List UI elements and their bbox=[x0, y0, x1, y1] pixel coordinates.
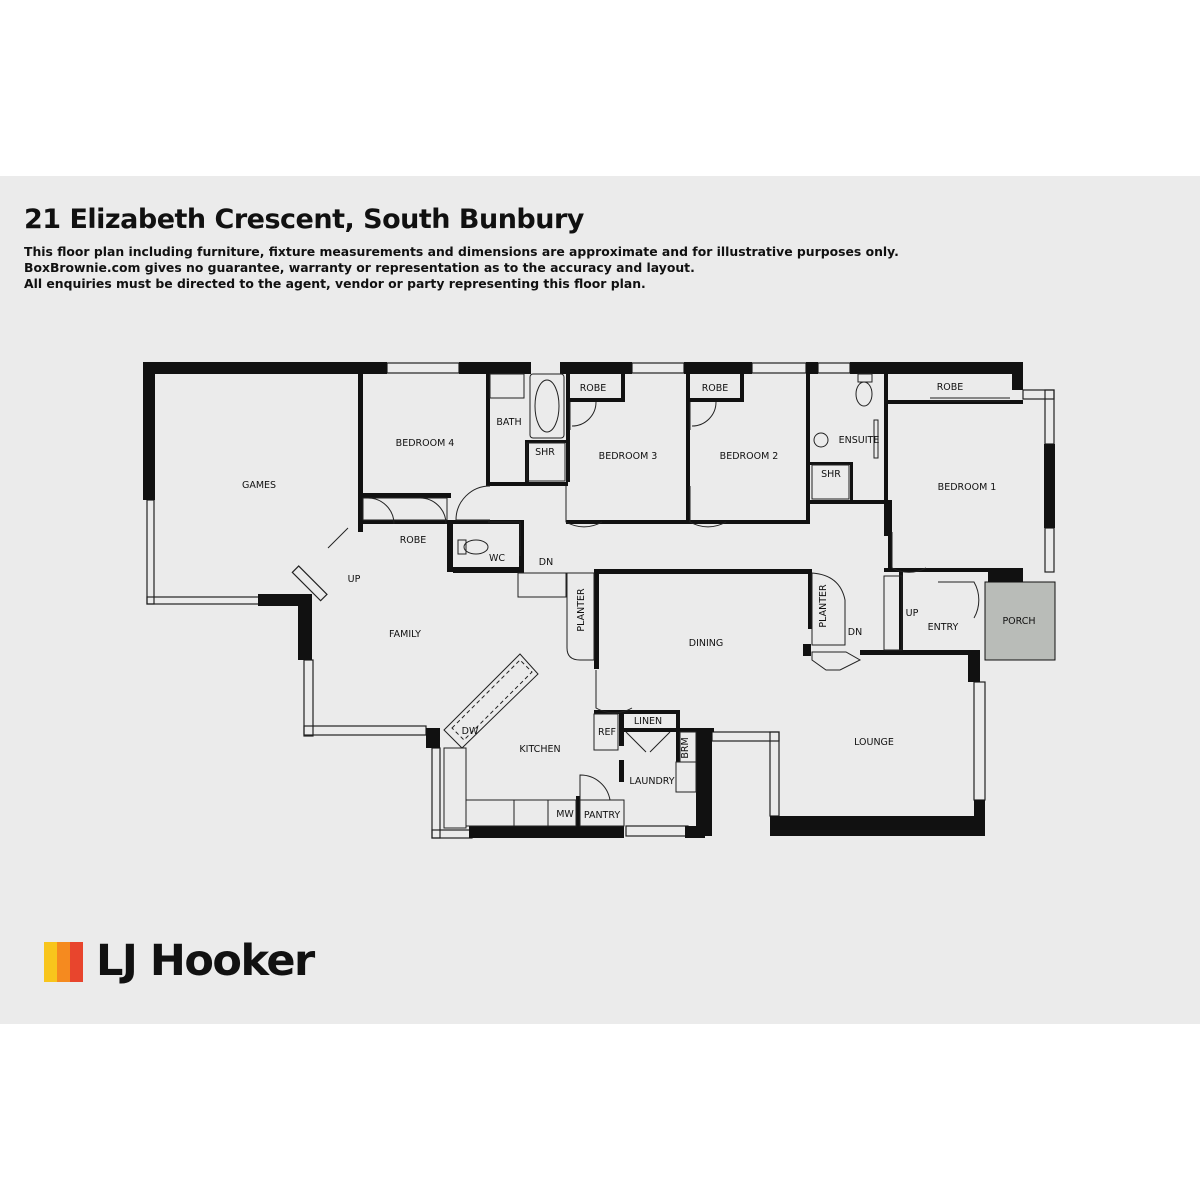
label-bedroom-3: BEDROOM 3 bbox=[599, 451, 658, 462]
label-dining: DINING bbox=[689, 638, 724, 649]
label-bath: BATH bbox=[496, 417, 521, 428]
label-porch: PORCH bbox=[1002, 616, 1035, 627]
label-dn: DN bbox=[539, 557, 553, 568]
logo-bar bbox=[70, 942, 83, 982]
label-family: FAMILY bbox=[389, 629, 421, 640]
label-robe: ROBE bbox=[702, 383, 729, 394]
label-mw: MW bbox=[556, 809, 574, 820]
label-ref: REF bbox=[598, 727, 616, 738]
label-up: UP bbox=[906, 608, 919, 619]
label-shr: SHR bbox=[821, 469, 841, 480]
label-entry: ENTRY bbox=[928, 622, 959, 633]
label-games: GAMES bbox=[242, 480, 276, 491]
room-labels: GAMES BEDROOM 4 BATH SHR ROBE BEDROOM 3 … bbox=[242, 382, 1036, 821]
label-ensuite: ENSUITE bbox=[839, 435, 880, 446]
disclaimer: This floor plan including furniture, fix… bbox=[24, 244, 899, 292]
disclaimer-line: This floor plan including furniture, fix… bbox=[24, 244, 899, 259]
label-up: UP bbox=[348, 574, 361, 585]
label-dw: DW bbox=[462, 726, 479, 737]
label-bedroom-2: BEDROOM 2 bbox=[720, 451, 779, 462]
label-bedroom-4: BEDROOM 4 bbox=[396, 438, 455, 449]
label-wc: WC bbox=[489, 553, 505, 564]
windows bbox=[146, 362, 1055, 839]
label-laundry: LAUNDRY bbox=[629, 776, 674, 787]
label-lounge: LOUNGE bbox=[854, 737, 894, 748]
label-kitchen: KITCHEN bbox=[519, 744, 560, 755]
label-bedroom-1: BEDROOM 1 bbox=[938, 482, 997, 493]
logo-bar bbox=[44, 942, 57, 982]
brand-name: LJ Hooker bbox=[96, 936, 315, 986]
page-title: 21 Elizabeth Crescent, South Bunbury bbox=[24, 204, 584, 235]
label-robe: ROBE bbox=[580, 383, 607, 394]
porch-area bbox=[984, 581, 1056, 661]
label-shr: SHR bbox=[535, 447, 555, 458]
label-dn: DN bbox=[848, 627, 862, 638]
label-pantry: PANTRY bbox=[584, 810, 621, 821]
label-linen: LINEN bbox=[634, 716, 662, 727]
label-brm: BRM bbox=[680, 737, 691, 758]
walls bbox=[143, 362, 1055, 838]
disclaimer-line: All enquiries must be directed to the ag… bbox=[24, 276, 646, 291]
label-planter: PLANTER bbox=[818, 584, 829, 628]
logo-bar bbox=[57, 942, 70, 982]
label-robe: ROBE bbox=[937, 382, 964, 393]
label-robe: ROBE bbox=[400, 535, 427, 546]
disclaimer-line: BoxBrownie.com gives no guarantee, warra… bbox=[24, 260, 695, 275]
label-planter: PLANTER bbox=[576, 588, 587, 632]
